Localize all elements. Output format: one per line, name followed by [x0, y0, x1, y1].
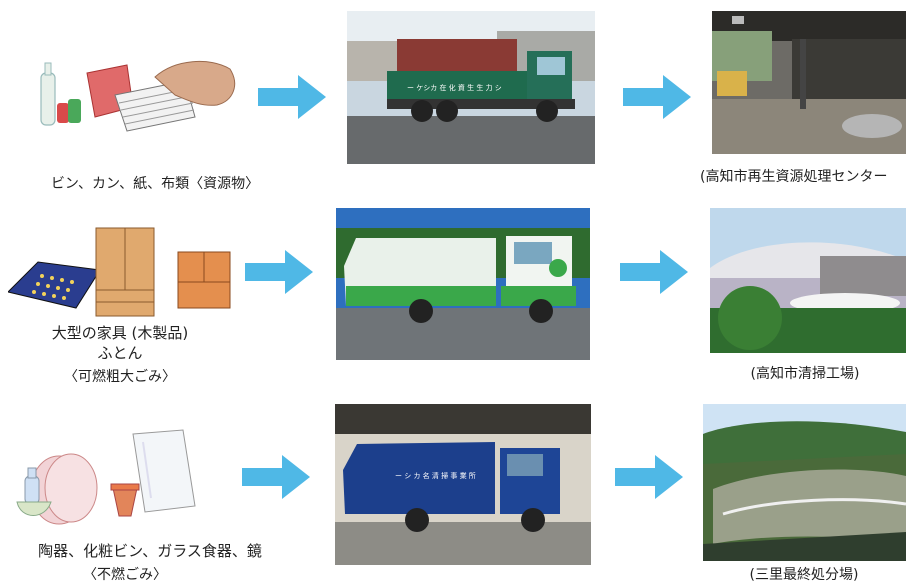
resource-truck-photo: ー ケシカ 在 化 資 生 生 力 シ: [347, 11, 595, 164]
nonburnable-illustration: [15, 428, 200, 530]
mirror-icon: [132, 429, 196, 513]
can-icon: [57, 99, 81, 123]
vase-icon: [16, 467, 52, 516]
waste-label-nonburnable-line2: 〈不燃ごみ〉: [83, 567, 167, 583]
facility-label-incineration: (高知市清掃工場): [750, 366, 860, 382]
facility-label-landfill: (三里最終処分場): [749, 567, 859, 583]
waste-label-resources: ビン、カン、紙、布類〈資源物〉: [50, 176, 260, 192]
facility-label-recycling: (高知市再生資源処理センター: [700, 169, 888, 185]
wardrobe-icon: [95, 227, 155, 317]
futon-icon: [8, 261, 101, 309]
landfill-site-photo: [703, 404, 906, 561]
resources-illustration: [35, 55, 240, 135]
waste-label-nonburnable-line1: 陶器、化粧ビン、ガラス食器、鏡: [38, 542, 262, 560]
svg-text:ー シ カ 名 清 掃 事 業 所: ー シ カ 名 清 掃 事 業 所: [395, 471, 476, 480]
svg-text:ー ケシカ 在 化 資 生 生 力 シ: ー ケシカ 在 化 資 生 生 力 シ: [407, 83, 502, 92]
bottle-icon: [40, 62, 56, 126]
plate-icon: [30, 453, 98, 525]
arrow-icon: [615, 455, 683, 499]
arrow-icon: [258, 75, 326, 119]
waste-label-bulky-line3: 〈可燃粗大ごみ〉: [64, 369, 176, 385]
arrow-icon: [242, 455, 310, 499]
cloth-icon: [154, 60, 235, 106]
cabinet-icon: [177, 251, 231, 309]
arrow-icon: [620, 250, 688, 294]
arrow-icon: [245, 250, 313, 294]
packer-truck-green-photo: [336, 208, 590, 360]
arrow-icon: [623, 75, 691, 119]
waste-label-bulky-line1: 大型の家具 (木製品): [51, 324, 189, 342]
waste-label-bulky-line2: ふとん: [97, 344, 143, 362]
bulky-furniture-illustration: [8, 222, 236, 318]
recycling-center-photo: [712, 11, 906, 154]
packer-truck-blue-photo: ー シ カ 名 清 掃 事 業 所: [335, 404, 591, 565]
incineration-plant-photo: [710, 208, 906, 353]
pot-icon: [110, 483, 140, 517]
